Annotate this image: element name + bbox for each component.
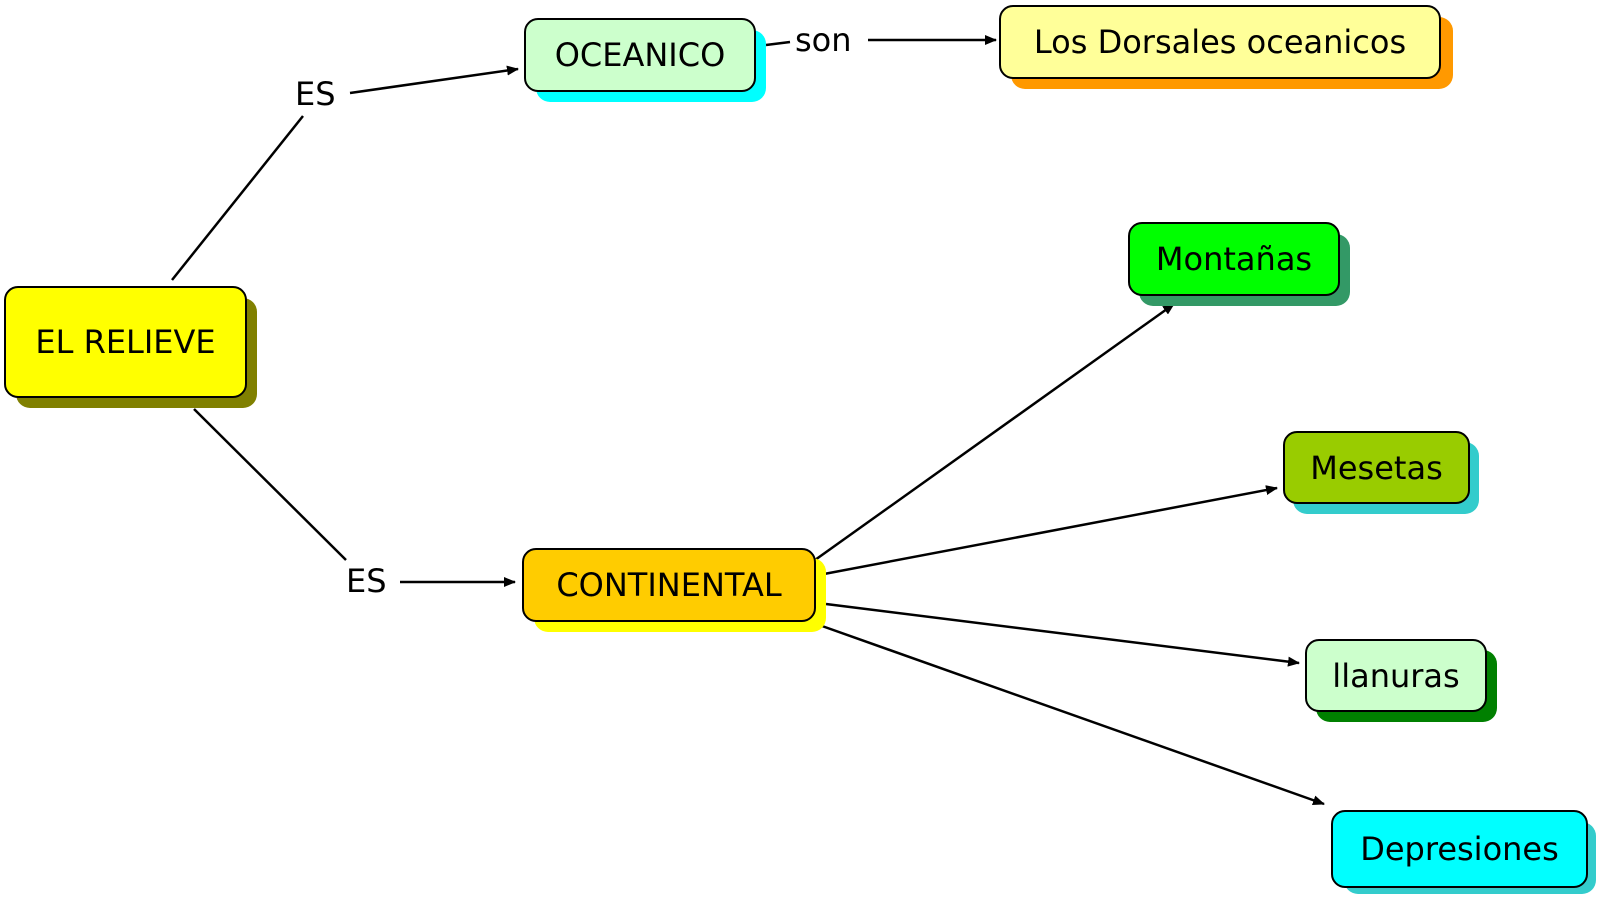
node-label: EL RELIEVE bbox=[35, 323, 216, 361]
node-label: Los Dorsales oceanicos bbox=[1033, 23, 1407, 61]
linking-phrase-es-continental: ES bbox=[342, 563, 391, 599]
node-label: CONTINENTAL bbox=[556, 566, 782, 604]
linking-phrase-es-oceanico: ES bbox=[291, 76, 340, 112]
node-montanas[interactable]: Montañas bbox=[1128, 222, 1340, 296]
arrow-continental-to-llanuras bbox=[825, 602, 1300, 667]
linking-phrase-son: son bbox=[791, 22, 856, 58]
node-label: Mesetas bbox=[1310, 448, 1443, 487]
arrow-es-to-oceanico bbox=[349, 65, 519, 95]
node-el-relieve[interactable]: EL RELIEVE bbox=[4, 286, 247, 398]
arrow-continental-to-mesetas bbox=[823, 485, 1278, 576]
node-dorsales-oceanicos[interactable]: Los Dorsales oceanicos bbox=[999, 5, 1441, 79]
node-oceanico[interactable]: OCEANICO bbox=[524, 18, 756, 92]
node-label: Depresiones bbox=[1360, 830, 1559, 868]
node-llanuras[interactable]: llanuras bbox=[1305, 639, 1487, 712]
node-label: Montañas bbox=[1155, 240, 1313, 278]
node-label: OCEANICO bbox=[554, 36, 726, 74]
node-mesetas[interactable]: Mesetas bbox=[1283, 431, 1470, 504]
node-label: llanuras bbox=[1332, 656, 1460, 695]
arrow-continental-to-montanas bbox=[814, 302, 1175, 562]
arrow-continental-to-depresiones bbox=[821, 624, 1325, 806]
line-relieve-to-es-top bbox=[171, 115, 304, 281]
node-depresiones[interactable]: Depresiones bbox=[1331, 810, 1588, 888]
line-relieve-to-es-bottom bbox=[193, 408, 347, 561]
node-continental[interactable]: CONTINENTAL bbox=[522, 548, 816, 622]
line-oceanico-to-son bbox=[765, 40, 791, 47]
